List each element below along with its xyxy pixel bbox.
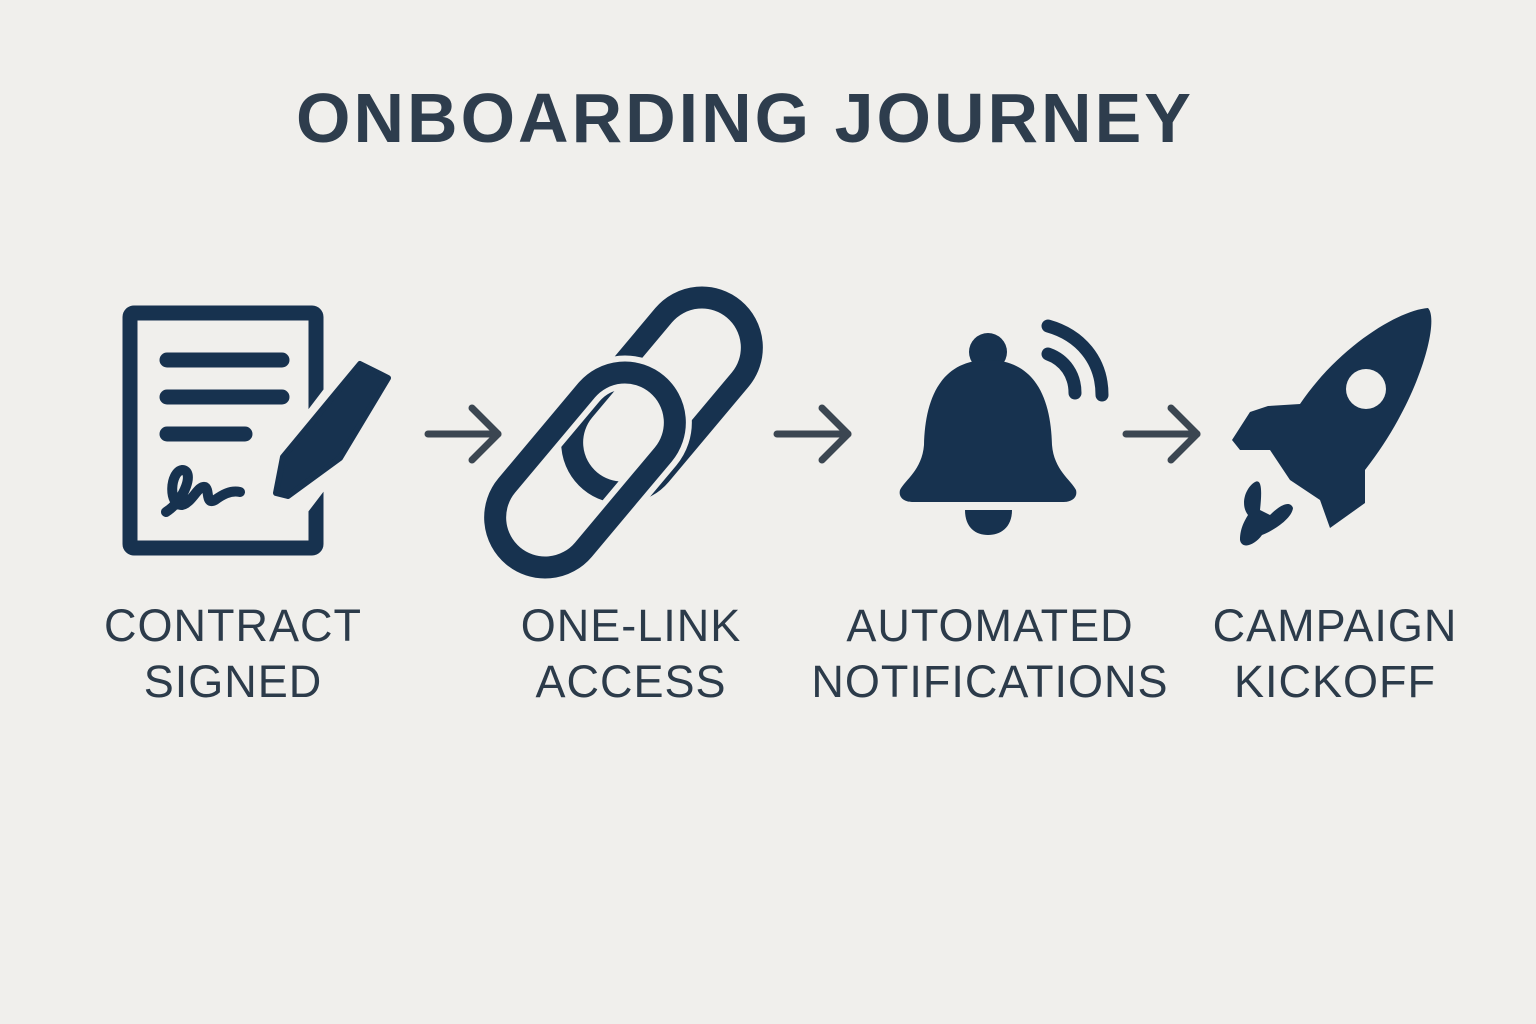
step-label-line: CAMPAIGN — [1212, 600, 1458, 651]
step-label-campaign-kickoff: CAMPAIGN KICKOFF — [1135, 598, 1535, 710]
step-label-line: KICKOFF — [1233, 656, 1436, 707]
step-label-line: SIGNED — [143, 656, 323, 707]
arrow-icon — [424, 404, 502, 464]
page-title: ONBOARDING JOURNEY — [296, 79, 1194, 157]
ringing-bell-icon — [899, 319, 1109, 535]
chain-link-icon — [478, 286, 763, 585]
step-label-line: CONTRACT — [104, 600, 362, 651]
arrow-icon — [1122, 404, 1201, 464]
rocket-icon — [1232, 308, 1432, 546]
step-label-one-link-access: ONE-LINK ACCESS — [431, 598, 831, 710]
signed-contract-icon — [122, 305, 403, 556]
step-label-line: ACCESS — [535, 656, 727, 707]
step-label-automated-notifications: AUTOMATED NOTIFICATIONS — [790, 598, 1190, 710]
arrow-icon — [773, 404, 852, 464]
step-label-contract-signed: CONTRACT SIGNED — [33, 598, 433, 710]
step-label-line: AUTOMATED — [846, 600, 1134, 651]
step-label-line: NOTIFICATIONS — [811, 656, 1169, 707]
step-label-line: ONE-LINK — [520, 600, 742, 651]
